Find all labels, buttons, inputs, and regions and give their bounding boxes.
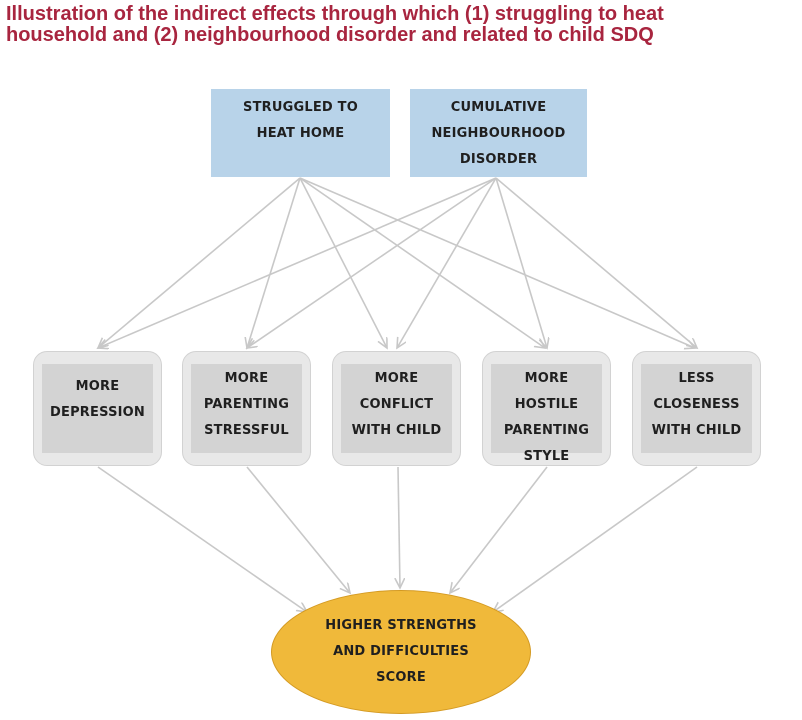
mediator-box-closeness-with-child: LESS CLOSENESS WITH CHILD (632, 351, 761, 466)
mediator-inner: MORE HOSTILE PARENTING STYLE (491, 364, 602, 464)
arrow-heat-to-parenting-stressful (247, 177, 301, 348)
arrow-heat-to-closeness (299, 177, 695, 348)
mediator-inner: MORE CONFLICT WITH CHILD (341, 364, 452, 453)
source-box-neighbourhood-disorder: CUMULATIVE NEIGHBOURHOOD DISORDER (410, 89, 587, 177)
source-box-struggled-to-heat-home: STRUGGLED TO HEAT HOME (211, 89, 390, 177)
arrow-hostile-to-outcome (450, 466, 548, 593)
outcome-label: HIGHER STRENGTHS AND DIFFICULTIES SCORE (325, 618, 477, 685)
mediator-inner: LESS CLOSENESS WITH CHILD (641, 364, 752, 453)
mediator-label: LESS CLOSENESS WITH CHILD (651, 371, 742, 438)
mediator-inner: MORE DEPRESSION (42, 364, 153, 453)
arrow-parenting-stressful-to-outcome (246, 466, 350, 593)
mediator-label: MORE PARENTING STRESSFUL (203, 371, 290, 438)
mediator-box-conflict-with-child: MORE CONFLICT WITH CHILD (332, 351, 461, 466)
arrow-heat-to-conflict (299, 177, 387, 348)
mediator-label: MORE CONFLICT WITH CHILD (351, 371, 442, 438)
arrow-heat-to-hostile (299, 177, 545, 348)
mediator-box-parenting-stressful: MORE PARENTING STRESSFUL (182, 351, 311, 466)
arrow-neighbourhood-to-depression (98, 177, 497, 348)
mediator-label: MORE DEPRESSION (50, 379, 145, 420)
source-label: STRUGGLED TO HEAT HOME (243, 100, 358, 141)
mediator-box-depression: MORE DEPRESSION (33, 351, 162, 466)
outcome-ellipse-sdq-score: HIGHER STRENGTHS AND DIFFICULTIES SCORE (271, 590, 531, 714)
arrow-neighbourhood-to-conflict (397, 177, 497, 348)
mediator-box-hostile-parenting: MORE HOSTILE PARENTING STYLE (482, 351, 611, 466)
page-title: Illustration of the indirect effects thr… (6, 4, 796, 46)
arrow-neighbourhood-to-closeness (495, 177, 697, 348)
arrow-neighbourhood-to-parenting-stressful (247, 177, 497, 348)
arrow-heat-to-depression (98, 177, 301, 348)
mediator-label: MORE HOSTILE PARENTING STYLE (503, 371, 590, 464)
arrow-closeness-to-outcome (493, 466, 698, 612)
arrow-neighbourhood-to-hostile (495, 177, 547, 348)
arrow-depression-to-outcome (97, 466, 307, 612)
mediator-inner: MORE PARENTING STRESSFUL (191, 364, 302, 453)
arrow-conflict-to-outcome (398, 466, 400, 588)
title-line-1: Illustration of the indirect effects thr… (6, 3, 664, 25)
title-line-2: household and (2) neighbourhood disorder… (6, 24, 654, 46)
source-label: CUMULATIVE NEIGHBOURHOOD DISORDER (431, 100, 566, 167)
